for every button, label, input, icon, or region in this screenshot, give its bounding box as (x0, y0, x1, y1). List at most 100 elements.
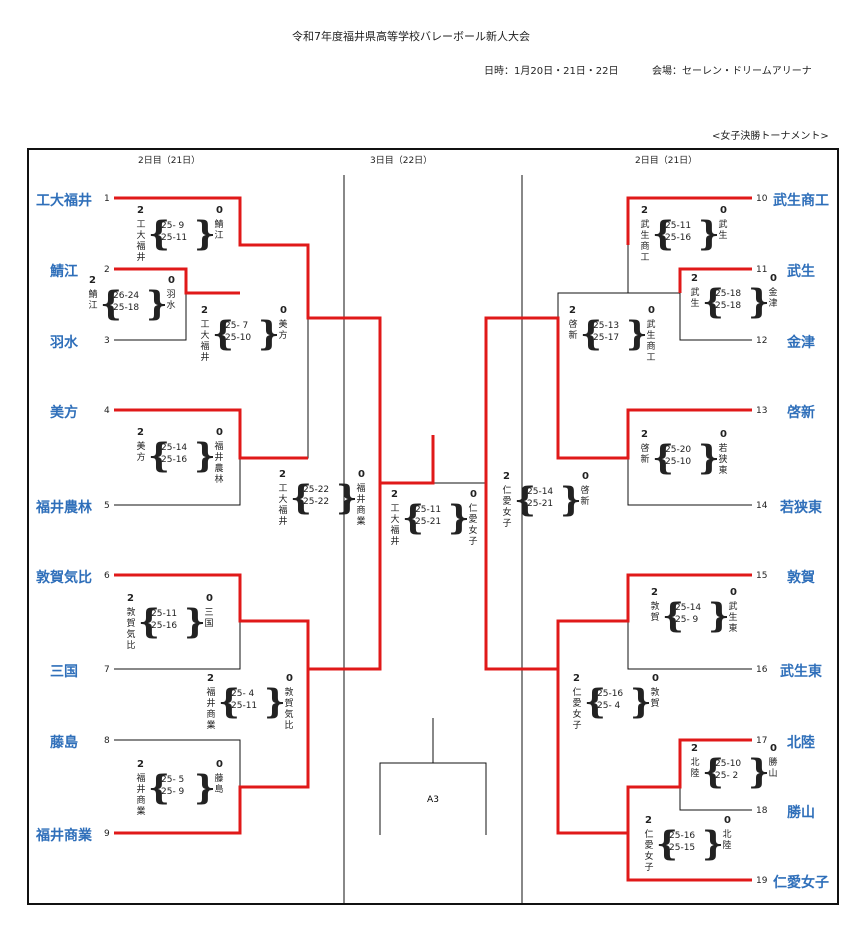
day-label-right: 2日目（21日） (635, 156, 698, 166)
winner-name: 美方 (136, 442, 146, 463)
brace-right: } (698, 214, 720, 254)
seed-left-3: 3 (104, 336, 110, 346)
winner-score: 2 (137, 759, 144, 770)
winner-name: 仁愛女子 (502, 486, 512, 529)
day-label-center: 3日目（22日） (370, 156, 433, 166)
team-left-6: 敦賀気比 (36, 570, 92, 586)
set-scores: 25-22 25-22 (303, 485, 330, 507)
page-title: 令和7年度福井県高等学校バレーボール新人大会 (292, 30, 530, 43)
set-scores: 25-11 25-16 (151, 609, 178, 631)
brace-left: { (656, 824, 678, 864)
winner-score: 2 (127, 593, 134, 604)
team-left-1: 工大福井 (36, 193, 92, 209)
winner-name: 敦賀気比 (126, 608, 136, 651)
brace-left: { (218, 682, 240, 722)
set-scores: 25-18 25-18 (715, 289, 742, 311)
loser-score: 0 (216, 759, 223, 770)
loser-name: 啓新 (580, 486, 590, 507)
brace-right: } (194, 768, 216, 808)
team-left-9: 福井商業 (36, 828, 92, 844)
loser-name: 美方 (278, 320, 288, 341)
brace-left: { (290, 478, 312, 518)
winner-score: 2 (573, 673, 580, 684)
team-right-15: 敦賀 (787, 570, 815, 586)
seed-right-17: 17 (756, 736, 768, 746)
brace-right: } (708, 596, 730, 636)
winner-score: 2 (207, 673, 214, 684)
brace-left: { (100, 284, 122, 324)
loser-name: 勝山 (768, 758, 778, 779)
loser-score: 0 (648, 305, 655, 316)
loser-score: 0 (582, 471, 589, 482)
brace-left: { (138, 602, 160, 642)
set-scores: 26-24 25-18 (113, 291, 140, 313)
brace-right: } (748, 282, 770, 322)
brace-right: } (146, 284, 168, 324)
brace-right: } (702, 824, 724, 864)
loser-score: 0 (206, 593, 213, 604)
seed-left-6: 6 (104, 571, 110, 581)
brace-left: { (662, 596, 684, 636)
winner-name: 工大福井 (200, 320, 210, 363)
seed-left-1: 1 (104, 194, 110, 204)
set-scores: 25-10 25- 2 (715, 759, 742, 781)
winner-name: 仁愛女子 (644, 830, 654, 873)
winner-name: 福井商業 (136, 774, 146, 817)
seed-right-12: 12 (756, 336, 768, 346)
loser-name: 武生商工 (646, 320, 656, 363)
team-right-12: 金津 (787, 335, 815, 351)
winner-score: 2 (137, 205, 144, 216)
brace-right: } (626, 314, 648, 354)
team-right-13: 啓新 (787, 405, 815, 421)
loser-name: 福井農林 (214, 442, 224, 485)
loser-score: 0 (652, 673, 659, 684)
winner-score: 2 (201, 305, 208, 316)
team-right-10: 武生商工 (773, 193, 829, 209)
brace-right: } (264, 682, 286, 722)
winner-score: 2 (89, 275, 96, 286)
loser-score: 0 (358, 469, 365, 480)
brace-left: { (514, 480, 536, 520)
set-scores: 25-11 25-21 (415, 505, 442, 527)
event-venue: 会場：セーレン・ドリームアリーナ (652, 66, 812, 77)
set-scores: 25-14 25-16 (161, 443, 188, 465)
winner-name: 北陸 (690, 758, 700, 779)
loser-name: 福井商業 (356, 484, 366, 527)
team-right-16: 武生東 (780, 664, 822, 680)
seed-left-4: 4 (104, 406, 110, 416)
brace-right: } (698, 438, 720, 478)
brace-right: } (194, 214, 216, 254)
winner-score: 2 (645, 815, 652, 826)
brace-right: } (448, 498, 470, 538)
seed-left-5: 5 (104, 501, 110, 511)
brace-left: { (580, 314, 602, 354)
winner-name: 仁愛女子 (572, 688, 582, 731)
set-scores: 25-16 25-15 (669, 831, 696, 853)
winner-name: 武生商工 (640, 220, 650, 263)
set-scores: 25-11 25-16 (665, 221, 692, 243)
brace-left: { (148, 768, 170, 808)
seed-left-2: 2 (104, 265, 110, 275)
winner-name: 工大福井 (136, 220, 146, 263)
loser-name: 仁愛女子 (468, 504, 478, 547)
brace-right: } (258, 314, 280, 354)
brace-right: } (336, 478, 358, 518)
team-right-14: 若狭東 (780, 500, 822, 516)
team-right-19: 仁愛女子 (773, 875, 829, 891)
winner-score: 2 (137, 427, 144, 438)
brace-left: { (652, 214, 674, 254)
team-right-17: 北陸 (787, 735, 815, 751)
bracket-label: <女子決勝トーナメント> (712, 131, 829, 142)
set-scores: 25-16 25- 4 (597, 689, 624, 711)
loser-score: 0 (168, 275, 175, 286)
brace-left: { (148, 436, 170, 476)
loser-score: 0 (470, 489, 477, 500)
set-scores: 25- 9 25-11 (161, 221, 188, 243)
seed-left-7: 7 (104, 665, 110, 675)
brace-left: { (702, 752, 724, 792)
winner-score: 2 (503, 471, 510, 482)
loser-score: 0 (770, 273, 777, 284)
team-left-8: 藤島 (50, 735, 78, 751)
loser-score: 0 (720, 429, 727, 440)
